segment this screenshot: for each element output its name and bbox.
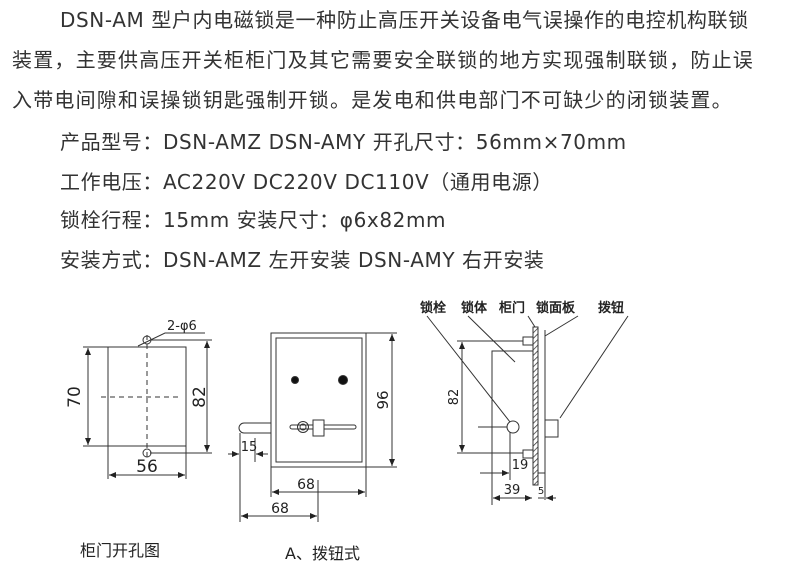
cutout-drawing xyxy=(83,332,212,479)
intro-line-1: DSN-AM 型户内电磁锁是一种防止高压开关设备电气误操作的电控机构联锁 xyxy=(60,8,749,32)
dim-82-cutout: 82 xyxy=(190,386,210,408)
dim-70: 70 xyxy=(65,386,85,408)
dim-5: 5 xyxy=(538,486,544,497)
side-drawing xyxy=(426,315,629,505)
spec-stroke: 锁栓行程：15mm 安装尺寸：φ6x82mm xyxy=(60,208,447,232)
dim-39: 39 xyxy=(504,483,521,498)
front-drawing xyxy=(228,332,397,522)
spec-model: 产品型号：DSN-AMZ DSN-AMY 开孔尺寸：56mm×70mm xyxy=(60,130,627,154)
label-lock-body: 锁体 xyxy=(461,300,488,316)
hole-label: 2-φ6 xyxy=(167,319,197,334)
dim-96: 96 xyxy=(374,390,392,409)
intro-line-2: 装置，主要供高压开关柜柜门及其它需要安全联锁的地方实现强制联锁，防止误 xyxy=(12,48,754,72)
dim-56: 56 xyxy=(136,457,158,477)
label-bolt: 锁栓 xyxy=(420,300,446,316)
label-knob: 拨钮 xyxy=(598,300,624,316)
dim-15: 15 xyxy=(241,440,258,455)
dim-19: 19 xyxy=(512,458,529,473)
dim-82-side: 82 xyxy=(447,389,462,406)
label-cabinet-door: 柜门 xyxy=(498,300,525,316)
spec-voltage: 工作电压：AC220V DC220V DC110V（通用电源） xyxy=(60,170,553,194)
cutout-caption: 柜门开孔图 xyxy=(80,541,161,560)
dim-68-offset: 68 xyxy=(271,501,289,517)
dim-68-width: 68 xyxy=(297,477,315,493)
spec-mounting: 安装方式：DSN-AMZ 左开安装 DSN-AMY 右开安装 xyxy=(60,248,545,272)
front-caption: A、拨钮式 xyxy=(285,544,360,563)
intro-line-3: 入带电间隙和误操锁钥匙强制开锁。是发电和供电部门不可缺少的闭锁装置。 xyxy=(12,88,733,112)
label-lock-panel: 锁面板 xyxy=(536,300,576,316)
